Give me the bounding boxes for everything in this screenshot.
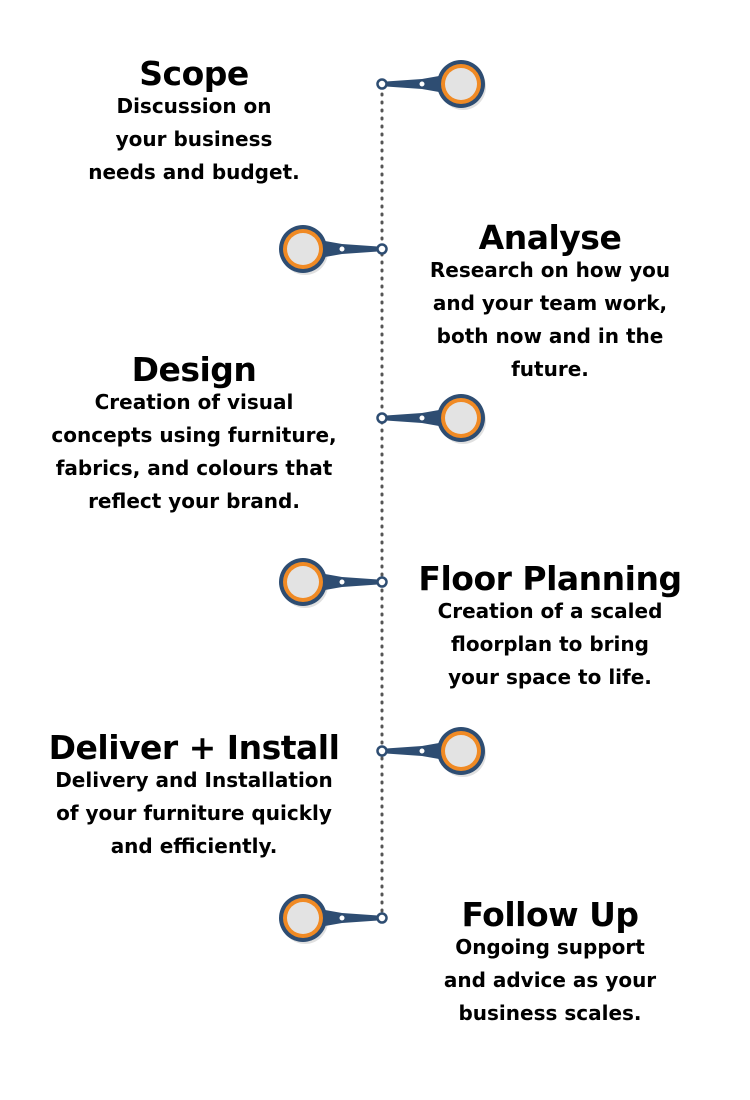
node-anchor bbox=[376, 412, 388, 424]
step-description: Ongoing support and advice as your busin… bbox=[380, 931, 720, 1030]
step-scope: Scope Discussion on your business needs … bbox=[24, 54, 364, 189]
step-description: Discussion on your business needs and bu… bbox=[24, 90, 364, 189]
timeline-nodes bbox=[279, 60, 486, 944]
step-description-line: Ongoing support bbox=[455, 935, 645, 959]
node-connector bbox=[386, 743, 439, 759]
node-anchor bbox=[376, 78, 388, 90]
step-design: Design Creation of visual concepts using… bbox=[24, 350, 364, 518]
node-anchor bbox=[376, 745, 388, 757]
magnifier-node-icon bbox=[376, 394, 486, 444]
node-joint bbox=[337, 577, 347, 587]
step-description-line: Creation of visual bbox=[94, 390, 294, 414]
step-title: Follow Up bbox=[461, 895, 639, 934]
step-floor-planning: Floor Planning Creation of a scaled floo… bbox=[380, 559, 720, 694]
node-connector bbox=[325, 574, 378, 590]
node-connector bbox=[325, 910, 378, 926]
node-joint bbox=[417, 746, 427, 756]
node-joint bbox=[417, 413, 427, 423]
step-description-line: your business bbox=[115, 127, 273, 151]
step-description-line: Creation of a scaled bbox=[437, 599, 663, 623]
node-anchor bbox=[376, 243, 388, 255]
node-joint bbox=[417, 79, 427, 89]
step-description-line: of your furniture quickly bbox=[56, 801, 332, 825]
magnifier-node-icon bbox=[279, 894, 388, 944]
node-connector bbox=[386, 76, 439, 92]
node-connector bbox=[386, 410, 439, 426]
step-description-line: and your team work, bbox=[432, 291, 668, 315]
step-description-line: fabrics, and colours that bbox=[55, 456, 333, 480]
step-description-line: reflect your brand. bbox=[88, 489, 300, 513]
step-description: Delivery and Installation of your furnit… bbox=[24, 764, 364, 863]
step-title: Analyse bbox=[478, 218, 622, 257]
step-description-line: and advice as your bbox=[443, 968, 657, 992]
step-analyse: Analyse Research on how you and your tea… bbox=[380, 218, 720, 386]
step-description-line: both now and in the bbox=[436, 324, 664, 348]
step-description: Creation of visual concepts using furnit… bbox=[24, 386, 364, 518]
step-description: Research on how you and your team work, … bbox=[380, 254, 720, 386]
magnifier-node-icon bbox=[279, 558, 388, 608]
step-description-line: concepts using furniture, bbox=[51, 423, 337, 447]
node-center bbox=[287, 902, 319, 934]
node-anchor bbox=[376, 576, 388, 588]
node-anchor bbox=[376, 912, 388, 924]
step-description-line: needs and budget. bbox=[88, 160, 300, 184]
step-deliver-install: Deliver + Install Delivery and Installat… bbox=[24, 728, 364, 863]
step-description-line: floorplan to bring bbox=[451, 632, 649, 656]
step-description-line: Discussion on bbox=[116, 94, 272, 118]
node-joint bbox=[337, 913, 347, 923]
node-connector bbox=[325, 241, 378, 257]
node-center bbox=[445, 68, 477, 100]
step-description-line: your space to life. bbox=[448, 665, 652, 689]
step-description: Creation of a scaled floorplan to bring … bbox=[380, 595, 720, 694]
step-title: Design bbox=[131, 350, 257, 389]
magnifier-node-icon bbox=[376, 727, 486, 777]
node-center bbox=[445, 735, 477, 767]
node-joint bbox=[337, 244, 347, 254]
step-description-line: business scales. bbox=[458, 1001, 642, 1025]
step-description-line: future. bbox=[511, 357, 589, 381]
magnifier-node-icon bbox=[279, 225, 388, 275]
node-center bbox=[445, 402, 477, 434]
step-title: Deliver + Install bbox=[48, 728, 340, 767]
node-center bbox=[287, 566, 319, 598]
step-description-line: Research on how you bbox=[429, 258, 671, 282]
step-description-line: and efficiently. bbox=[110, 834, 278, 858]
step-follow-up: Follow Up Ongoing support and advice as … bbox=[380, 895, 720, 1030]
magnifier-node-icon bbox=[376, 60, 486, 110]
step-title: Floor Planning bbox=[418, 559, 682, 598]
step-description-line: Delivery and Installation bbox=[55, 768, 333, 792]
step-title: Scope bbox=[139, 54, 249, 93]
node-center bbox=[287, 233, 319, 265]
